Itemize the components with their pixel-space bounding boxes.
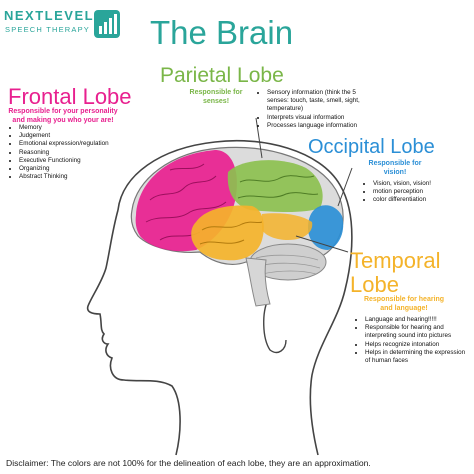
parietal-lobe-folds	[237, 175, 319, 199]
frontal-lobe-folds	[145, 163, 227, 241]
temporal-lobe-facts: Language and hearing!!!!! Responsible fo…	[356, 316, 469, 365]
disclaimer: Disclaimer: The colors are not 100% for …	[6, 458, 371, 468]
fact-item: Organizing	[19, 165, 119, 173]
temporal-lobe-subtitle: Responsible for hearing and language!	[363, 296, 445, 312]
fact-item: Abstract Thinking	[19, 173, 119, 181]
fact-item: Emotional expression/regulation	[19, 140, 119, 148]
parietal-lobe-facts: Sensory information (think the 5 senses:…	[258, 89, 367, 130]
brand-logo: NEXTLEVEL SPEECH THERAPY	[4, 8, 124, 42]
temporal-lobe-folds	[199, 221, 263, 245]
occipital-lobe	[308, 205, 344, 250]
fact-item: Language and hearing!!!!!	[365, 316, 469, 324]
fact-item: color differentiation	[373, 196, 473, 204]
temporal-lobe	[191, 205, 264, 261]
fact-item: Helps recognize intonation	[365, 341, 469, 349]
fact-item: Executive Functioning	[19, 157, 119, 165]
frontal-lobe-facts: Memory Judgement Emotional expression/re…	[10, 124, 119, 181]
occipital-lobe-title: Occipital Lobe	[308, 136, 435, 158]
fact-item: Interprets visual information	[267, 114, 367, 122]
frontal-lobe-subtitle: Responsible for your personality and mak…	[8, 108, 118, 124]
head-outline	[86, 139, 353, 456]
fact-item: Reasoning	[19, 149, 119, 157]
fact-item: Responsible for hearing and interpreting…	[365, 324, 469, 340]
occipital-lobe-facts: Vision, vision, vision! motion perceptio…	[364, 180, 473, 205]
fact-item: Helps in determining the expression of h…	[365, 349, 469, 365]
temporal-lobe-extension	[262, 213, 313, 240]
bar-chart-icon	[94, 10, 120, 38]
brand-tagline: SPEECH THERAPY	[5, 25, 91, 34]
parietal-lobe-title: Parietal Lobe	[160, 64, 284, 87]
frontal-lobe-title: Frontal Lobe	[8, 84, 132, 109]
occipital-lobe-subtitle: Responsible for vision!	[368, 160, 422, 176]
ear	[263, 299, 287, 354]
temporal-lobe-title: Temporal	[350, 248, 441, 273]
fact-item: Vision, vision, vision!	[373, 180, 473, 188]
parietal-lobe	[227, 160, 323, 212]
parietal-pointer	[255, 117, 263, 159]
temporal-lobe-title-line2: Lobe	[350, 272, 399, 297]
fact-item: Processes language information	[267, 122, 367, 130]
brand-name: NEXTLEVEL	[4, 8, 95, 23]
brain-stem	[245, 257, 271, 307]
fact-item: Memory	[19, 124, 119, 132]
fact-item: Judgement	[19, 132, 119, 140]
temporal-pointer	[295, 235, 349, 253]
fact-item: motion perception	[373, 188, 473, 196]
parietal-lobe-subtitle: Responsible for senses!	[189, 89, 243, 105]
occipital-pointer	[337, 167, 353, 207]
fact-item: Sensory information (think the 5 senses:…	[267, 89, 367, 114]
page-title: The Brain	[150, 14, 294, 51]
